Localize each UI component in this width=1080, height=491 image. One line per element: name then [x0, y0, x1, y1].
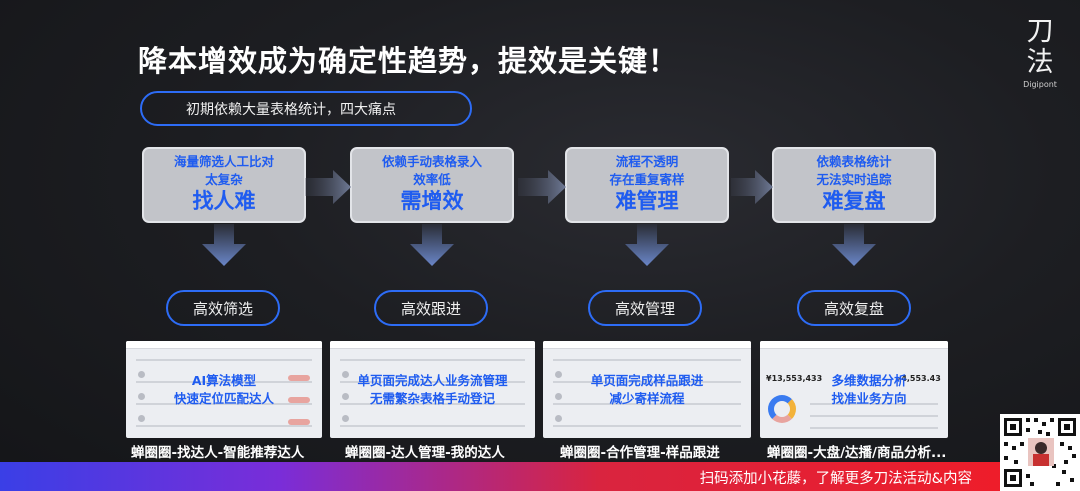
pain-box-2: 依赖手动表格录入 效率低 需增效 [350, 147, 514, 223]
screenshot-caption-2: 蝉圈圈-达人管理-我的达人 [345, 445, 505, 461]
screenshot-overlay: 单页面完成样品跟进 减少寄样流程 [543, 372, 751, 408]
slide-title: 降本增效成为确定性趋势，提效是关键！ [138, 44, 679, 78]
product-screenshot-4: ¥13,553,433 -4,553.43 多维数据分析 找准业务方向 [760, 341, 948, 438]
pain-box-line1: 依赖表格统计 [816, 154, 892, 169]
pain-box-line1: 海量筛选人工比对 [173, 154, 274, 169]
subtitle-text: 初期依赖大量表格统计，四大痛点 [186, 101, 396, 118]
pain-box-line2: 太复杂 [205, 172, 243, 187]
qr-code-icon [1000, 414, 1080, 491]
pain-box-headline: 找人难 [192, 189, 256, 213]
screenshot-overlay-line1: 多维数据分析 [831, 373, 907, 388]
down-arrow-icon [202, 224, 246, 266]
screenshot-overlay-line1: 单页面完成达人业务流管理 [357, 373, 508, 388]
subtitle-pill: 初期依赖大量表格统计，四大痛点 [140, 91, 472, 126]
solution-pill-2: 高效跟进 [374, 290, 488, 326]
down-arrow-icon [410, 224, 454, 266]
down-arrow-icon [625, 224, 669, 266]
screenshot-overlay: 单页面完成达人业务流管理 无需繁杂表格手动登记 [330, 372, 535, 408]
down-arrow-icon [832, 224, 876, 266]
right-arrow-icon [731, 170, 773, 204]
right-arrow-icon [518, 170, 566, 204]
product-screenshot-2: 单页面完成达人业务流管理 无需繁杂表格手动登记 [330, 341, 535, 438]
screenshot-overlay-line2: 找准业务方向 [831, 391, 907, 406]
footer-text: 扫码添加小花藤，了解更多刀法活动&内容 [699, 471, 972, 487]
screenshot-overlay-line1: 单页面完成样品跟进 [590, 373, 704, 388]
pain-box-4: 依赖表格统计 无法实时追踪 难复盘 [772, 147, 936, 223]
screenshot-overlay-line2: 减少寄样流程 [609, 391, 685, 406]
pain-box-line2: 无法实时追踪 [816, 172, 892, 187]
screenshot-overlay: 多维数据分析 找准业务方向 [790, 372, 948, 408]
pain-box-line2: 效率低 [413, 172, 451, 187]
pain-box-1: 海量筛选人工比对 太复杂 找人难 [142, 147, 306, 223]
pain-box-line2: 存在重复寄样 [609, 172, 685, 187]
pain-box-line1: 依赖手动表格录入 [381, 154, 482, 169]
screenshot-overlay: AI算法模型 快速定位匹配达人 [126, 372, 322, 408]
pain-box-headline: 难管理 [615, 189, 679, 213]
pain-box-headline: 需增效 [400, 189, 464, 213]
pain-box-3: 流程不透明 存在重复寄样 难管理 [565, 147, 729, 223]
screenshot-overlay-line1: AI算法模型 [191, 373, 257, 388]
solution-pill-4: 高效复盘 [797, 290, 911, 326]
right-arrow-icon [305, 170, 351, 204]
solution-pill-1: 高效筛选 [166, 290, 280, 326]
footer-banner: 扫码添加小花藤，了解更多刀法活动&内容 [0, 462, 1000, 491]
screenshot-caption-4: 蝉圈圈-大盘/达播/商品分析... [767, 445, 947, 461]
solution-pill-3: 高效管理 [588, 290, 702, 326]
solution-pill-label: 高效筛选 [192, 299, 253, 318]
kpi-value: ¥13,553,433 [766, 374, 823, 383]
pain-box-headline: 难复盘 [822, 189, 886, 213]
screenshot-overlay-line2: 无需繁杂表格手动登记 [369, 391, 495, 406]
kpi-value: -4,553.43 [898, 374, 941, 383]
solution-pill-label: 高效跟进 [400, 299, 461, 318]
pain-box-line1: 流程不透明 [615, 154, 679, 169]
product-screenshot-3: 单页面完成样品跟进 减少寄样流程 [543, 341, 751, 438]
solution-pill-label: 高效复盘 [823, 299, 884, 318]
brand-logo-en: Digipont [1023, 80, 1057, 89]
brand-logo-char-1: 刀 [1026, 16, 1054, 47]
screenshot-caption-1: 蝉圈圈-找达人-智能推荐达人 [131, 445, 305, 461]
brand-logo: 刀 法 Digipont [1018, 16, 1062, 89]
product-screenshot-1: AI算法模型 快速定位匹配达人 [126, 341, 322, 438]
brand-logo-char-2: 法 [1026, 47, 1054, 78]
screenshot-overlay-line2: 快速定位匹配达人 [173, 391, 274, 406]
screenshot-caption-3: 蝉圈圈-合作管理-样品跟进 [560, 445, 720, 461]
solution-pill-label: 高效管理 [614, 299, 675, 318]
